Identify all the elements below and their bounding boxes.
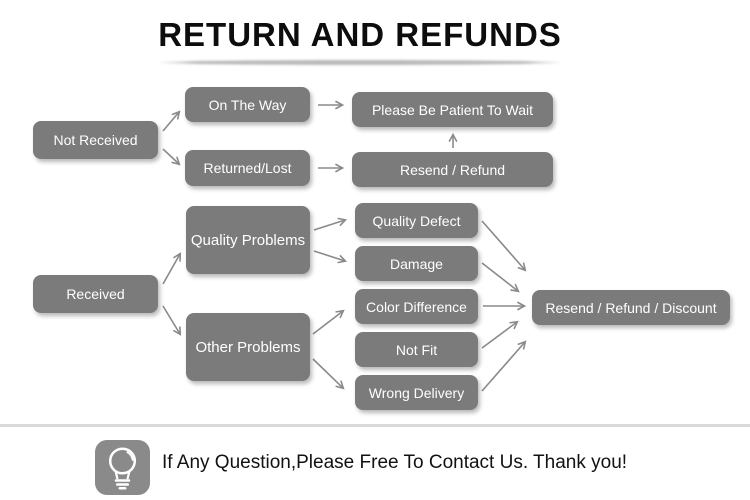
- arrow-op-wrongdelivery: [312, 358, 345, 390]
- arrow-notreceived-ontheway: [162, 110, 181, 132]
- arrow-received-qualityproblems: [162, 252, 182, 285]
- node-please-be-patient: Please Be Patient To Wait: [352, 92, 553, 127]
- node-quality-problems: Quality Problems: [186, 206, 310, 274]
- node-not-received: Not Received: [33, 121, 158, 159]
- footer-message: If Any Question,Please Free To Contact U…: [162, 452, 628, 473]
- arrow-notfit-discount: [481, 320, 519, 349]
- node-on-the-way: On The Way: [185, 87, 310, 122]
- arrow-damage-discount: [481, 262, 520, 293]
- node-other-problems: Other Problems: [186, 313, 310, 381]
- footer-divider: [0, 424, 750, 427]
- arrow-qp-damage: [313, 250, 348, 264]
- node-wrong-delivery: Wrong Delivery: [355, 375, 478, 410]
- node-quality-defect: Quality Defect: [355, 203, 478, 238]
- arrow-received-otherproblems: [162, 305, 182, 336]
- node-color-difference: Color Difference: [355, 289, 478, 324]
- node-not-fit: Not Fit: [355, 332, 478, 367]
- arrow-qualitydefect-discount: [481, 220, 527, 272]
- arrow-wrongdelivery-discount: [481, 340, 527, 392]
- arrow-op-colordifference: [312, 309, 345, 335]
- node-resend-refund-discount: Resend / Refund / Discount: [532, 290, 730, 325]
- lightbulb-icon: [95, 440, 150, 495]
- node-received: Received: [33, 275, 158, 313]
- arrow-qp-qualitydefect: [313, 217, 348, 231]
- arrow-notreceived-returnedlost: [162, 148, 181, 166]
- node-resend-refund: Resend / Refund: [352, 152, 553, 187]
- page-title: RETURN AND REFUNDS: [158, 16, 562, 53]
- node-damage: Damage: [355, 246, 478, 281]
- title-divider: [155, 60, 565, 65]
- node-returned-lost: Returned/Lost: [185, 150, 310, 186]
